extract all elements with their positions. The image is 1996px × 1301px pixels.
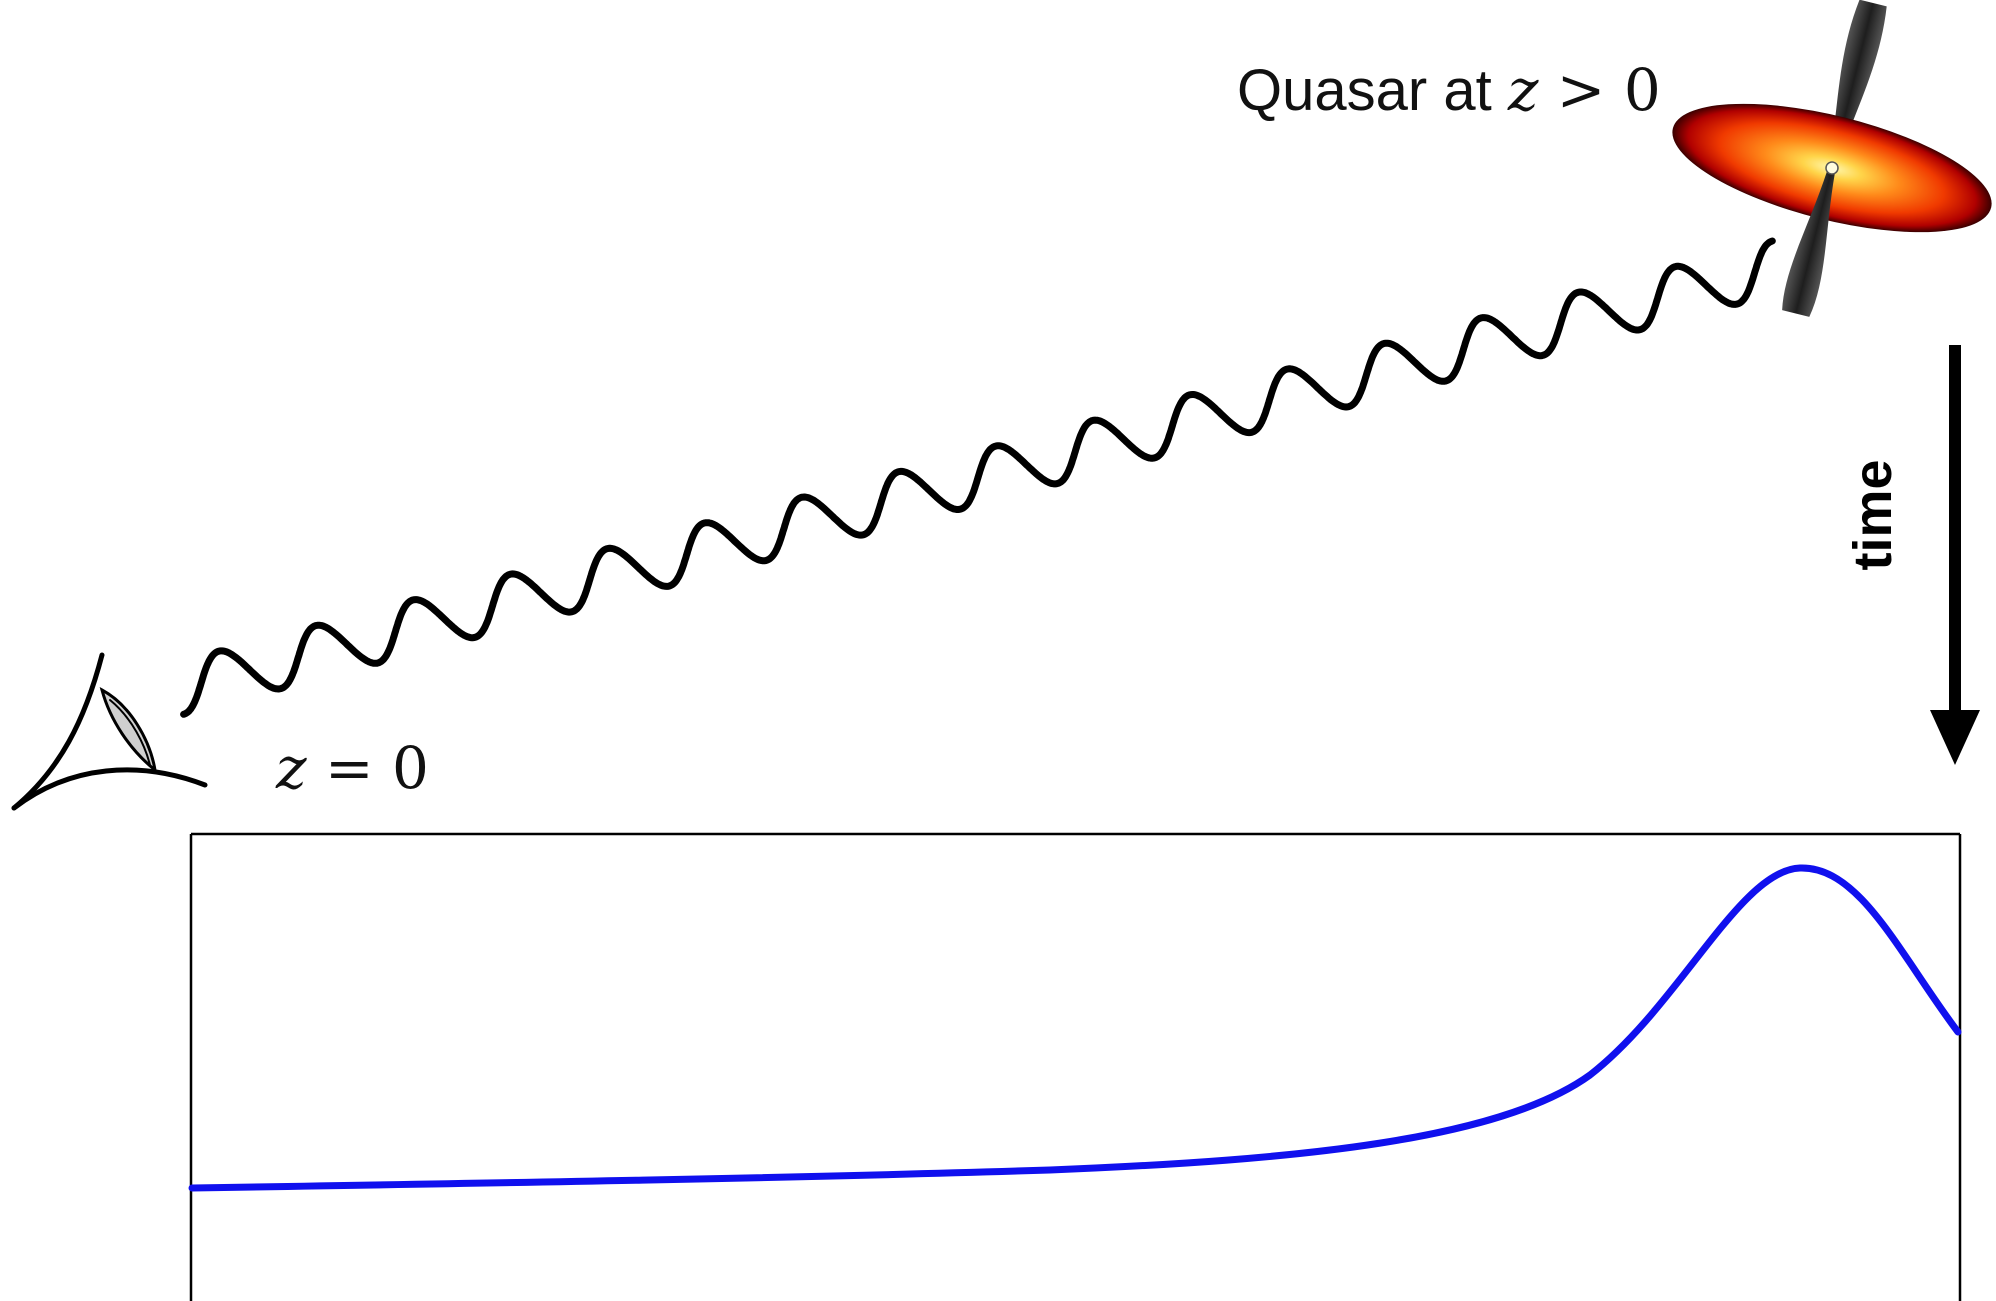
plot-panel <box>188 832 1962 1301</box>
light-wave <box>180 237 1776 718</box>
arrow-down-icon <box>1930 345 1980 765</box>
time-label: time <box>1843 459 1903 570</box>
quasar-icon <box>1672 0 1992 317</box>
observer-label: z = 0 <box>275 734 429 802</box>
quasar-label: Quasar at z > 0 <box>1237 56 1661 124</box>
intensity-curve <box>188 864 1962 1192</box>
eye-icon <box>11 652 208 811</box>
